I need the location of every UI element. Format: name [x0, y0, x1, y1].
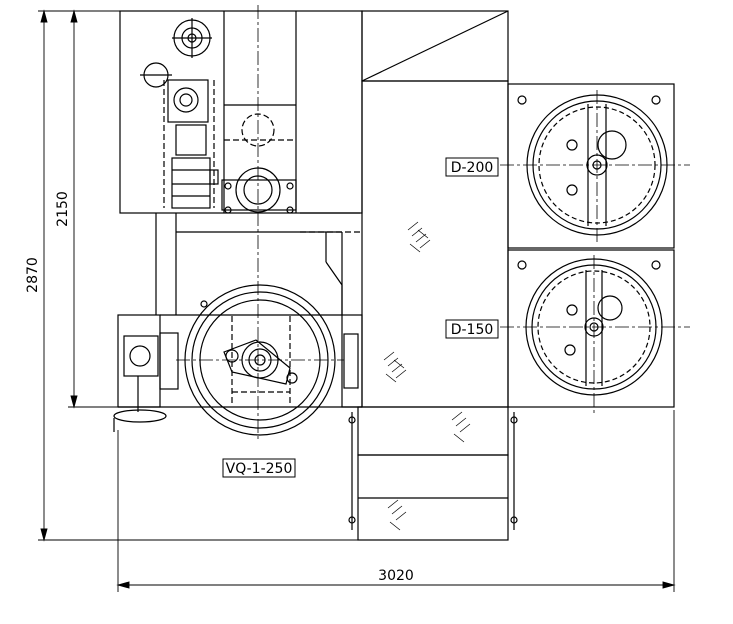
lower-frame — [113, 314, 363, 432]
label-vq: VQ-1-250 — [226, 461, 293, 477]
label-d200: D-200 — [451, 160, 494, 176]
center-body — [361, 80, 509, 408]
bottom-bins — [348, 406, 518, 541]
rotor-panel-bottom — [500, 249, 690, 415]
dimension-lines — [38, 9, 676, 592]
upper-housing — [119, 5, 363, 440]
rotor-panel-top — [500, 83, 690, 249]
dimension-overall-height: 2870 — [25, 257, 41, 293]
label-leaders — [222, 157, 499, 478]
dimension-upper-height: 2150 — [55, 191, 71, 227]
label-d150: D-150 — [451, 322, 494, 338]
dimension-overall-width: 3020 — [378, 568, 414, 584]
support-frame — [155, 212, 360, 315]
motor-assembly — [140, 18, 219, 209]
drum — [176, 284, 344, 436]
hopper-top — [361, 10, 509, 82]
